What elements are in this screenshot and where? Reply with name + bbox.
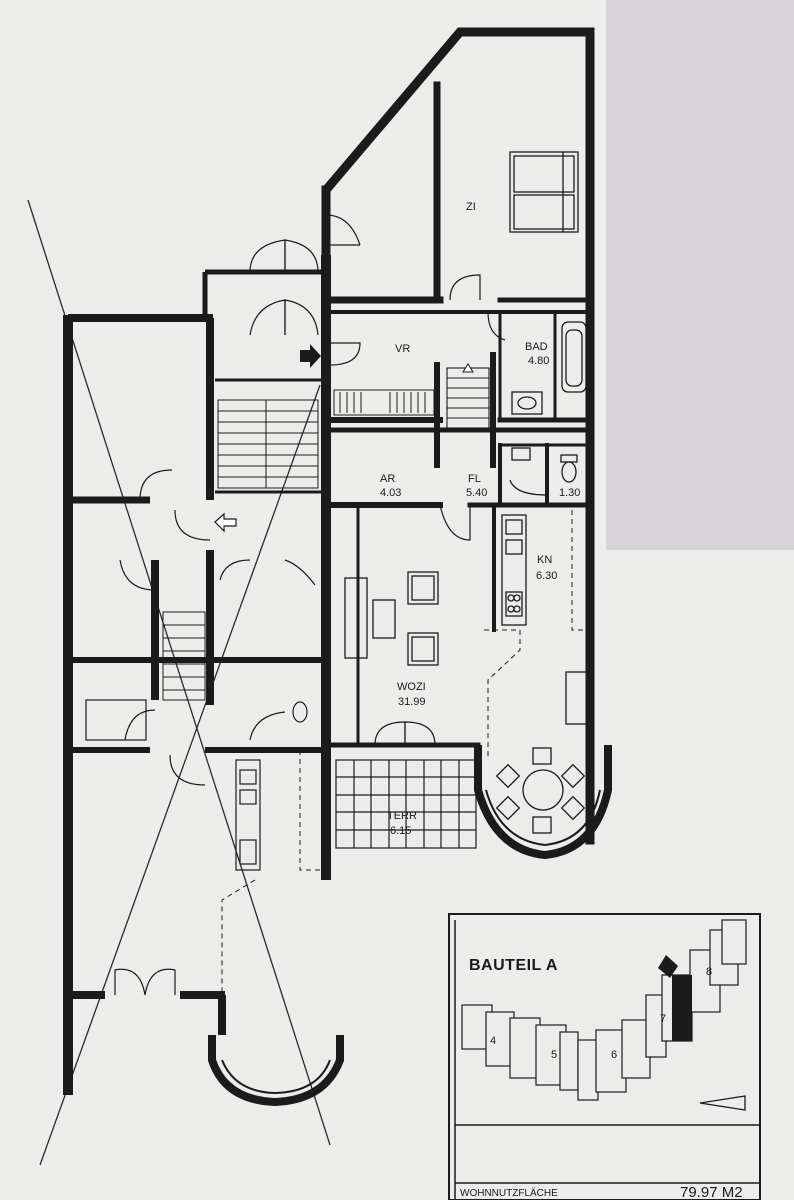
entrance-arrow-icon: [300, 344, 321, 368]
room-label-wozi: WOZI: [397, 681, 426, 693]
keyplan-unit-5: 5: [551, 1049, 557, 1061]
doors: [325, 214, 548, 746]
highlighted-unit: [672, 975, 692, 1041]
left-entrance-arrow: [214, 512, 237, 533]
stairs-left: [162, 399, 319, 701]
terrace: [335, 759, 477, 849]
room-area-ar: 4.03: [380, 487, 401, 499]
stove-icon: [505, 591, 523, 617]
dashed-lines: [484, 510, 590, 760]
room-area-kn: 6.30: [536, 570, 557, 582]
redaction-block: [606, 0, 794, 550]
room-label-bad: BAD: [525, 341, 548, 353]
keyplan-title: BAUTEIL A: [469, 957, 558, 974]
room-label-terr: TERR: [387, 810, 417, 822]
room-area-wc: 1.30: [559, 487, 580, 499]
room-area-fl: 5.40: [466, 487, 487, 499]
keyplan-unit-4: 4: [490, 1035, 496, 1047]
wardrobe: [333, 389, 435, 416]
keyplan-unit-6: 6: [611, 1049, 617, 1061]
left-doors: [114, 239, 319, 996]
cross-out-lines: [27, 199, 331, 1166]
sink-icon: [511, 391, 543, 415]
footer-value: 79.97 M2: [680, 1184, 743, 1200]
keyplan: BAUTEIL A 4 5 6 7 8 WOHNNUTZFLÄCHE 79.97…: [448, 913, 761, 1200]
room-label-kn: KN: [537, 554, 552, 566]
room-area-bad: 4.80: [528, 355, 549, 367]
stairs-main: [446, 363, 490, 429]
furniture: [344, 151, 589, 834]
north-arrow-icon: [699, 1095, 746, 1111]
bay-window: [474, 745, 612, 860]
keyplan-unit-8: 8: [706, 966, 712, 978]
room-area-wozi: 31.99: [398, 696, 426, 708]
left-bay-window: [208, 1035, 344, 1107]
bathtub-icon: [561, 321, 587, 393]
room-area-terr: 6.15: [390, 825, 411, 837]
room-label-ar: AR: [380, 473, 395, 485]
room-label-zi: ZI: [466, 201, 476, 213]
room-label-fl: FL: [468, 473, 481, 485]
left-fixtures: [85, 699, 308, 871]
left-unit-walls: [63, 269, 326, 1095]
dining-table-icon: [522, 769, 564, 811]
room-label-vr: VR: [395, 343, 410, 355]
bed-icon: [509, 151, 579, 233]
left-dashed: [221, 750, 326, 995]
footer-label: WOHNNUTZFLÄCHE: [460, 1187, 558, 1199]
keyplan-unit-7: 7: [660, 1013, 666, 1025]
highlight-marker: [658, 955, 678, 978]
